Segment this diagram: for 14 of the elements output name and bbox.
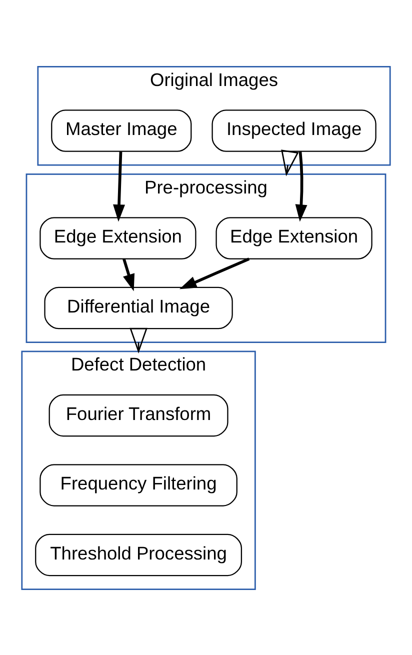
node-box: Frequency Filtering [40, 464, 238, 506]
node-box: Edge Extension [40, 216, 196, 259]
arrow [281, 149, 299, 176]
node-box: Edge Extension [216, 216, 372, 259]
node-box: Threshold Processing [35, 533, 242, 576]
node-box: Differential Image [44, 286, 233, 329]
arrow [113, 151, 126, 222]
arrow [122, 258, 135, 291]
arrow [179, 257, 250, 289]
node-box: Fourier Transform [48, 394, 228, 436]
arrow [130, 327, 148, 354]
node-box: Inspected Image [212, 109, 376, 152]
node-box: Master Image [51, 109, 192, 152]
arrow [295, 151, 308, 222]
